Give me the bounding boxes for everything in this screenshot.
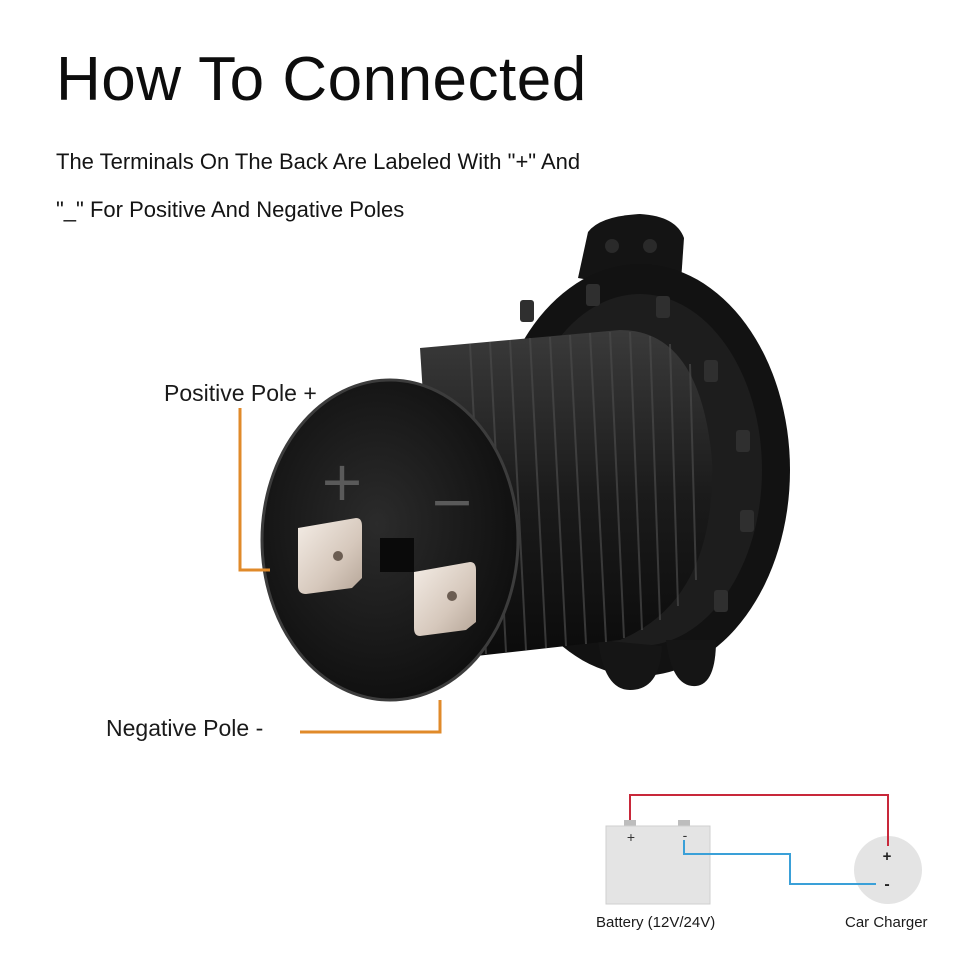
page-title: How To Connected [56,45,587,114]
wiring-diagram: + - + - [605,794,922,905]
charger-minus-label: - [884,876,889,893]
positive-wire [629,794,889,846]
socket-bottom-clip [598,640,662,690]
negative-leader-line [300,700,442,734]
negative-wire [683,840,876,885]
negative-terminal [414,562,476,636]
positive-pole-label: Positive Pole + [164,380,317,406]
charger-icon: + - [854,836,922,904]
positive-leader-line [238,408,270,572]
charger-plus-label: + [883,848,892,865]
battery-icon: + - [605,820,711,905]
battery-plus-label: + [627,829,635,845]
subtitle-line-2: "_" For Positive And Negative Poles [56,197,405,222]
subtitle-line-1: The Terminals On The Back Are Labeled Wi… [56,149,581,174]
power-socket-product-image: + − [260,214,790,702]
minus-mark: − [429,470,474,533]
battery-minus-label: - [683,827,688,843]
battery-label: Battery (12V/24V) [596,914,716,931]
negative-pole-label: Negative Pole - [106,715,264,741]
positive-terminal [298,518,362,594]
plus-mark: + [319,450,364,513]
charger-label: Car Charger [845,914,928,931]
